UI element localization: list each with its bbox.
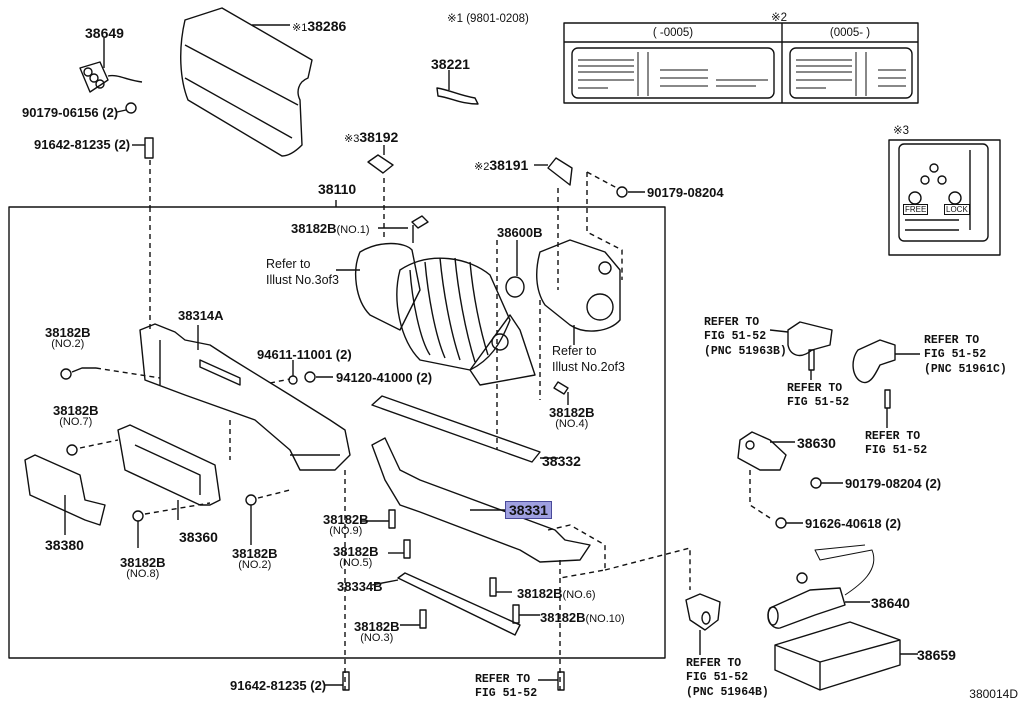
part-38182B-no1[interactable]: 38182B(NO.1) — [291, 221, 370, 236]
label-panel-frame — [563, 22, 919, 104]
part-38334B[interactable]: 38334B — [337, 579, 383, 594]
cover-38286-shape — [180, 7, 313, 157]
part-91626-40618[interactable]: 91626-40618 (2) — [805, 516, 902, 531]
part-38286[interactable]: ※138286 — [292, 18, 347, 34]
plate-38332-shape — [371, 395, 541, 463]
part-38182B-no5[interactable]: 38182B(NO.5) — [333, 544, 379, 569]
plate-38334B-shape — [397, 572, 521, 636]
bag-38659-shape — [774, 621, 901, 691]
lever-label-frame — [888, 139, 1001, 256]
part-38380[interactable]: 38380 — [45, 537, 84, 553]
part-90179-06156[interactable]: 90179-06156 (2) — [22, 105, 119, 120]
note3-free: FREE — [903, 204, 929, 215]
part-38192[interactable]: ※338192 — [344, 129, 399, 145]
part-90179-08204-2[interactable]: 90179-08204 (2) — [845, 476, 942, 491]
note1-marker: ※1 — [292, 22, 308, 34]
part-38314A[interactable]: 38314A — [178, 308, 224, 323]
part-94120-41000[interactable]: 94120-41000 (2) — [336, 370, 433, 385]
note2-ref: ※2 — [474, 161, 490, 173]
hose-38221-shape — [436, 87, 479, 105]
part-38331-highlighted[interactable]: 38331 — [505, 501, 552, 519]
diagram-id: 380014D — [969, 687, 1018, 701]
part-38630[interactable]: 38630 — [797, 435, 836, 451]
part-91642-81235-bottom[interactable]: 91642-81235 (2) — [230, 678, 327, 693]
part-38182B-no7[interactable]: 38182B(NO.7) — [53, 403, 99, 428]
hook-51961C-shape — [852, 339, 896, 384]
part-38360[interactable]: 38360 — [179, 529, 218, 545]
part-94611-11001[interactable]: 94611-11001 (2) — [257, 347, 352, 362]
winch-drum-shape — [355, 225, 536, 386]
note1-range: ※1 (9801-0208) — [447, 13, 529, 25]
part-38182B-no2-left[interactable]: 38182B(NO.2) — [45, 325, 91, 350]
bracket-38360-shape — [117, 424, 221, 506]
part-90179-08204[interactable]: 90179-08204 — [647, 185, 724, 200]
part-38182B-no6[interactable]: 38182B(NO.6) — [517, 586, 596, 601]
winch-motor-shape — [536, 239, 621, 332]
part-38182B-no3[interactable]: 38182B(NO.3) — [354, 619, 400, 644]
note2-left-range: ( -0005) — [652, 27, 694, 39]
bracket-51963B-shape — [787, 321, 833, 357]
part-38182B-no2-right[interactable]: 38182B(NO.2) — [232, 546, 278, 571]
assembly-frame — [8, 206, 666, 659]
note3-ref: ※3 — [344, 133, 360, 145]
part-38182B-no10[interactable]: 38182B(NO.10) — [540, 610, 625, 625]
part-38649[interactable]: 38649 — [85, 25, 124, 41]
part-38191[interactable]: ※238191 — [474, 157, 529, 173]
part-38221[interactable]: 38221 — [431, 56, 470, 72]
note2-marker: ※2 — [771, 12, 788, 24]
note3-marker: ※3 — [893, 125, 910, 137]
note3-lock: LOCK — [944, 204, 970, 215]
part-38600B[interactable]: 38600B — [497, 225, 543, 240]
note2-right-range: (0005- ) — [829, 27, 871, 39]
bracket-51964B-shape — [685, 593, 721, 631]
part-91642-81235-top[interactable]: 91642-81235 (2) — [34, 137, 131, 152]
part-38110[interactable]: 38110 — [318, 181, 357, 197]
part-38659[interactable]: 38659 — [917, 647, 956, 663]
part-38640[interactable]: 38640 — [871, 595, 910, 611]
frame-38314A-shape — [139, 323, 351, 471]
part-38332[interactable]: 38332 — [542, 453, 581, 469]
part-38182B-no8[interactable]: 38182B(NO.8) — [120, 555, 166, 580]
remote-38640-shape — [767, 587, 846, 629]
part-38649-shape — [79, 61, 109, 93]
clamp-38380-shape — [24, 454, 106, 526]
bracket-38331-shape — [371, 437, 591, 563]
solenoid-38630-shape — [737, 431, 787, 471]
part-38182B-no9[interactable]: 38182B(NO.9) — [323, 512, 369, 537]
part-38182B-no4[interactable]: 38182B(NO.4) — [549, 405, 595, 430]
